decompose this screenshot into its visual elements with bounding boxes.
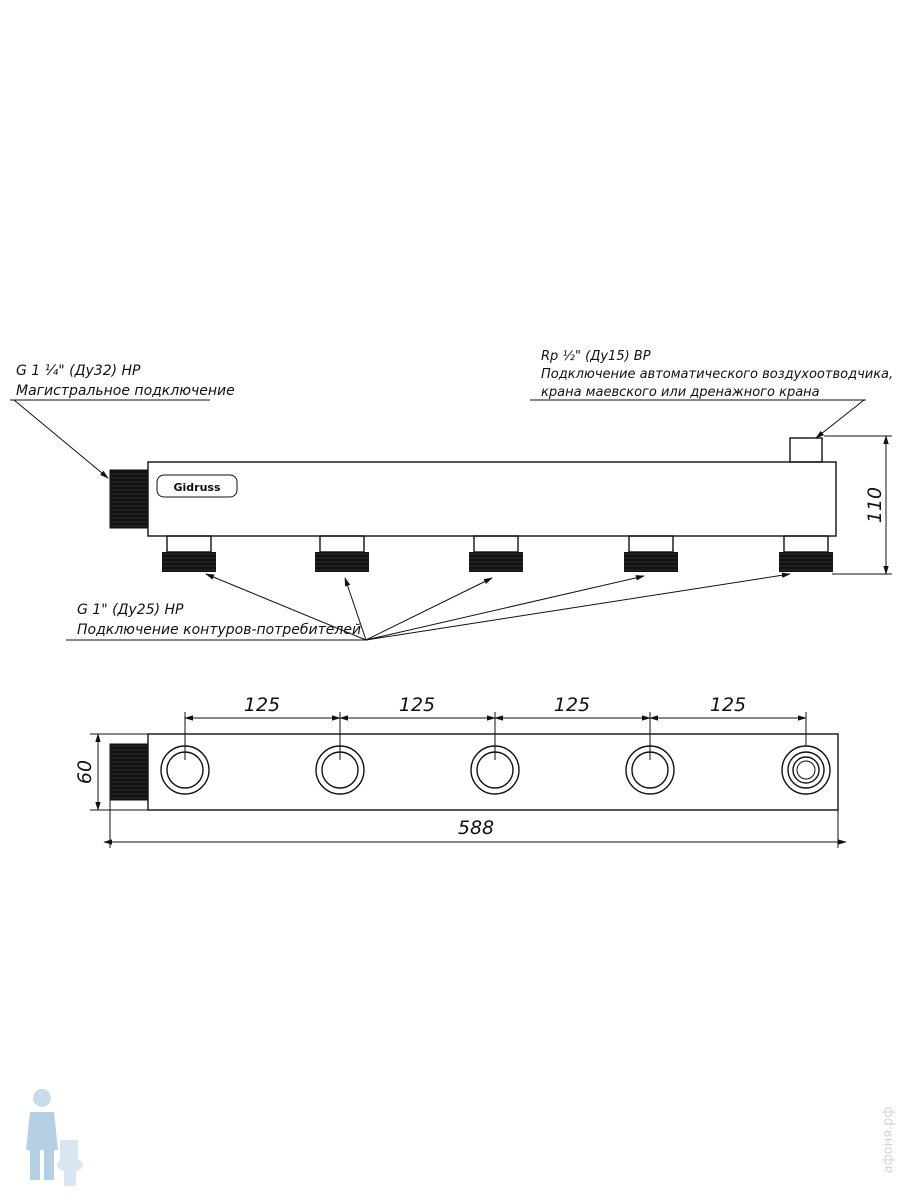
brand-plate: [156, 474, 238, 498]
outlet-5: [779, 535, 833, 572]
outlet-4: [624, 535, 678, 572]
manifold-body: [147, 461, 837, 537]
height-value: 110: [864, 487, 886, 523]
consumers-callout: G 1" (Ду25) НР Подключение контуров-потр…: [66, 572, 791, 641]
air-callout-desc2: крана маевского или дренажного крана: [541, 385, 820, 400]
spacing-value-2: 125: [399, 694, 435, 716]
port-4: [625, 712, 675, 795]
spacing-value-3: 125: [554, 694, 590, 716]
outlet-1: [162, 535, 216, 572]
port-5: [781, 712, 831, 795]
main-connection-thread: [109, 469, 149, 529]
main-callout-desc: Магистральное подключение: [16, 383, 235, 399]
front-view: Gidruss 110: [10, 349, 893, 641]
port-2: [315, 712, 365, 795]
consumers-callout-spec: G 1" (Ду25) НР: [77, 602, 184, 618]
air-callout-desc1: Подключение автоматического воздухоотвод…: [541, 367, 893, 382]
plumber-mascot-logo: [26, 1089, 83, 1186]
width-value: 60: [74, 760, 96, 784]
length-value: 588: [458, 817, 494, 839]
width-dimension: 60: [74, 733, 148, 811]
port-3: [470, 712, 520, 795]
main-connection-thread-top: [109, 743, 149, 801]
height-dimension: 110: [824, 435, 892, 575]
consumers-callout-desc: Подключение контуров-потребителей: [77, 622, 361, 638]
air-vent-callout: Rp ½" (Ду15) ВР Подключение автоматическ…: [530, 349, 893, 439]
port-1: [160, 712, 210, 795]
top-view: 125 125 125 125 60 588: [74, 694, 847, 848]
length-dimension: 588: [103, 800, 847, 848]
air-callout-spec: Rp ½" (Ду15) ВР: [541, 349, 651, 364]
site-watermark: афоня.рф: [881, 1107, 896, 1174]
spacing-value-4: 125: [710, 694, 746, 716]
main-callout: G 1 ¼" (Ду32) НР Магистральное подключен…: [10, 363, 235, 479]
main-callout-spec: G 1 ¼" (Ду32) НР: [16, 363, 141, 379]
brand-logo: Gidruss: [173, 481, 220, 494]
spacing-dimensions: 125 125 125 125: [184, 694, 807, 721]
spacing-value-1: 125: [244, 694, 280, 716]
outlet-3: [469, 535, 523, 572]
air-vent-socket: [789, 437, 823, 463]
outlet-2: [315, 535, 369, 572]
